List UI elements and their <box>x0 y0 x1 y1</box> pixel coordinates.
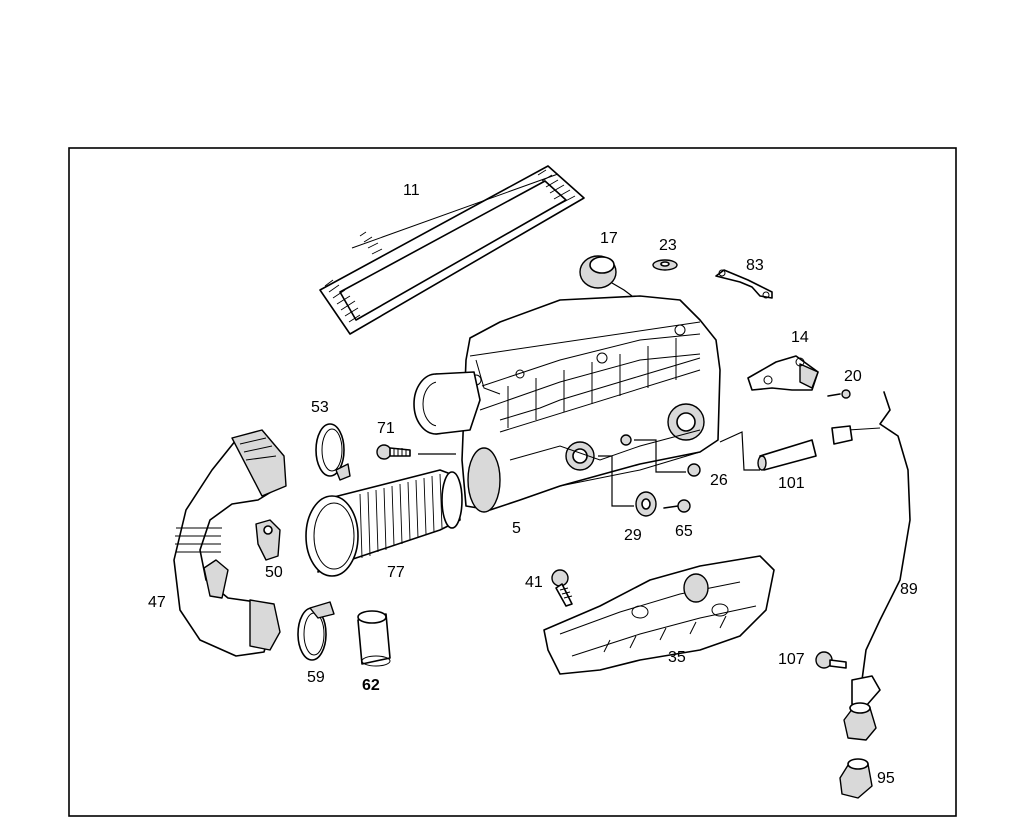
part-29-grommet <box>598 455 657 517</box>
part-11-air-filter <box>319 165 585 335</box>
part-59-clamp <box>297 601 335 661</box>
part-5-intake-throat <box>413 371 481 435</box>
callout-59: 59 <box>307 669 325 686</box>
callout-62: 62 <box>362 677 380 694</box>
callout-53: 53 <box>311 399 329 416</box>
callout-107: 107 <box>778 651 805 668</box>
callout-50: 50 <box>265 564 283 581</box>
callout-labels: 11 17 23 83 14 20 53 71 26 101 5 29 65 4… <box>148 182 918 787</box>
part-50-connector <box>255 519 281 561</box>
part-107-bolt <box>815 651 847 669</box>
part-14-sensor <box>747 355 819 391</box>
part-77-intake-boot <box>305 469 463 577</box>
callout-47: 47 <box>148 594 166 611</box>
callout-14: 14 <box>791 329 809 346</box>
part-89-tube <box>831 391 911 707</box>
diagram-frame <box>68 147 957 817</box>
callout-41: 41 <box>525 574 543 591</box>
part-41-bolt <box>551 569 573 607</box>
part-26-plug <box>620 434 701 477</box>
part-95-sensor-cap <box>839 758 873 799</box>
part-95-sensor-lower <box>843 702 877 741</box>
part-35-heat-shield <box>543 555 775 675</box>
part-47-intake-hose <box>173 429 287 657</box>
callout-77: 77 <box>387 564 405 581</box>
callout-83: 83 <box>746 257 764 274</box>
callout-95: 95 <box>877 770 895 787</box>
part-62-sleeve <box>357 610 391 667</box>
callout-5: 5 <box>512 520 521 537</box>
callout-71: 71 <box>377 420 395 437</box>
callout-26: 26 <box>710 472 728 489</box>
callout-23: 23 <box>659 237 677 254</box>
part-101-hose <box>719 431 817 471</box>
part-23-washer <box>652 259 678 271</box>
part-20-screw <box>827 389 851 399</box>
callout-11: 11 <box>403 182 420 199</box>
part-17-sensor <box>579 255 633 297</box>
callout-17: 17 <box>600 230 618 247</box>
callout-20: 20 <box>844 368 862 385</box>
callout-101: 101 <box>778 475 805 492</box>
part-5-intake-manifold <box>461 295 721 513</box>
callout-29: 29 <box>624 527 642 544</box>
part-65-screw <box>663 499 691 513</box>
part-71-bolt <box>376 444 456 460</box>
callout-65: 65 <box>675 523 693 540</box>
callout-89: 89 <box>900 581 918 598</box>
part-53-clamp <box>315 423 351 481</box>
part-83-bracket <box>715 269 773 299</box>
callout-35: 35 <box>668 649 686 666</box>
